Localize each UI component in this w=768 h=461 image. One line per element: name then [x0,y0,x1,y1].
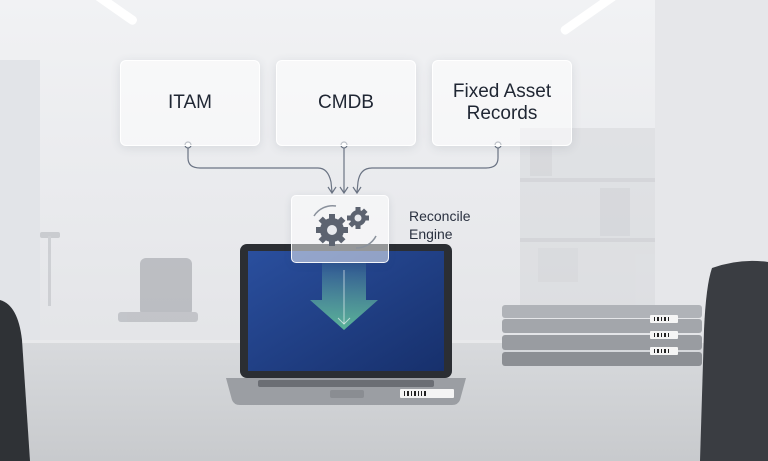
engine-label-line1: Reconcile [409,208,471,224]
source-cmdb: CMDB [276,60,416,146]
connector-itam [187,148,333,193]
gears-icon [313,204,377,249]
chair-right [700,260,768,461]
source-fixed-asset-label-line1: Fixed Asset [452,81,552,102]
bookshelf [520,128,655,318]
chair-left [0,300,30,461]
source-itam: ITAM [120,60,260,146]
reconcile-engine-label: Reconcile Engine [409,207,470,243]
ceiling-light [77,0,137,25]
engine-label-line2: Engine [409,226,453,242]
reconcile-engine-box [291,195,389,263]
source-fixed-asset-label-line2: Records [466,103,538,124]
source-itam-label: ITAM [168,92,212,113]
down-arrow-icon [310,262,378,330]
chair [118,258,198,322]
connectors [184,141,502,195]
source-cmdb-label: CMDB [318,92,374,113]
stacked-laptops [502,305,702,366]
barcode-label [400,389,454,398]
ceiling-light [560,0,620,35]
source-fixed-asset-records: Fixed Asset Records [432,60,572,146]
connector-fixed-assets [356,148,499,193]
